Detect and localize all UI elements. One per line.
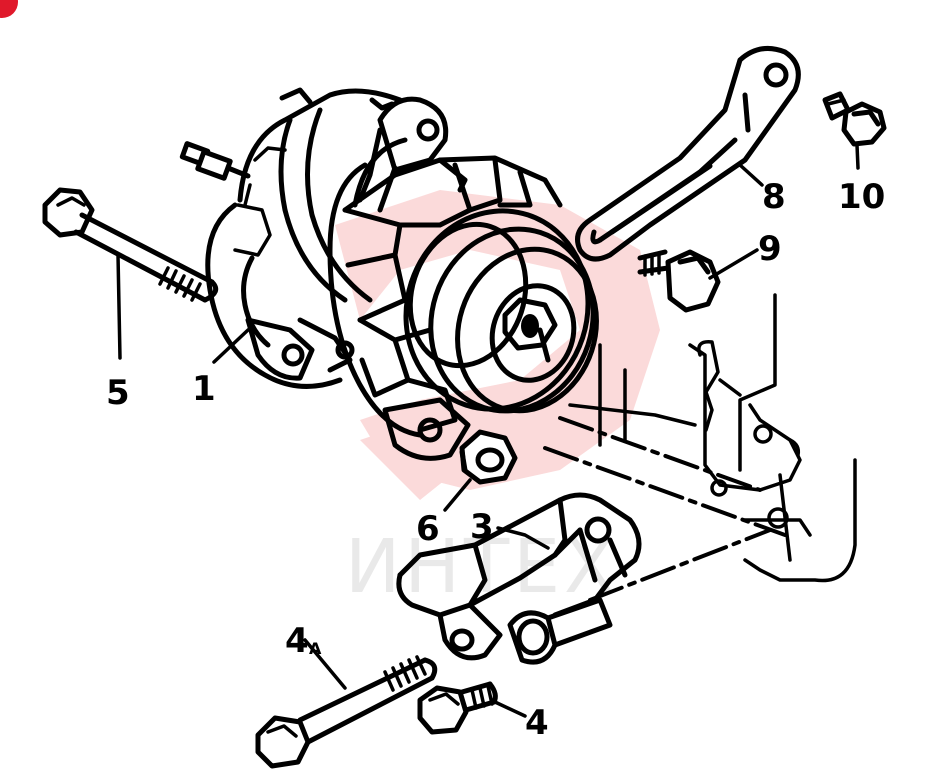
callout-5: 5 <box>106 373 130 413</box>
alignment-line-upper <box>558 416 762 492</box>
alignment-line-bracket <box>588 528 772 602</box>
callout-4a-number: 4 <box>285 621 309 661</box>
leader-lines <box>116 143 860 718</box>
through-bolt-5 <box>42 187 219 303</box>
callout-4: 4 <box>525 703 549 743</box>
bolt-9 <box>637 249 721 313</box>
alignment-line-long <box>543 446 787 537</box>
callout-9: 9 <box>758 229 782 269</box>
engine-block-outline <box>568 293 857 583</box>
callout-4a-suffix: A <box>309 639 322 658</box>
nut-6 <box>459 429 518 485</box>
short-bolt-4 <box>417 681 498 735</box>
callout-10: 10 <box>838 177 885 217</box>
mounting-bracket-3 <box>396 492 642 665</box>
corner-badge <box>0 0 18 18</box>
alternator <box>179 87 599 461</box>
bolt-10 <box>822 91 887 147</box>
callout-8: 8 <box>762 177 786 217</box>
long-bolt-4a <box>255 655 438 769</box>
callout-3: 3 <box>470 507 494 547</box>
callout-6: 6 <box>416 509 440 549</box>
callout-1: 1 <box>192 369 216 409</box>
adjusting-link-8 <box>575 45 801 262</box>
